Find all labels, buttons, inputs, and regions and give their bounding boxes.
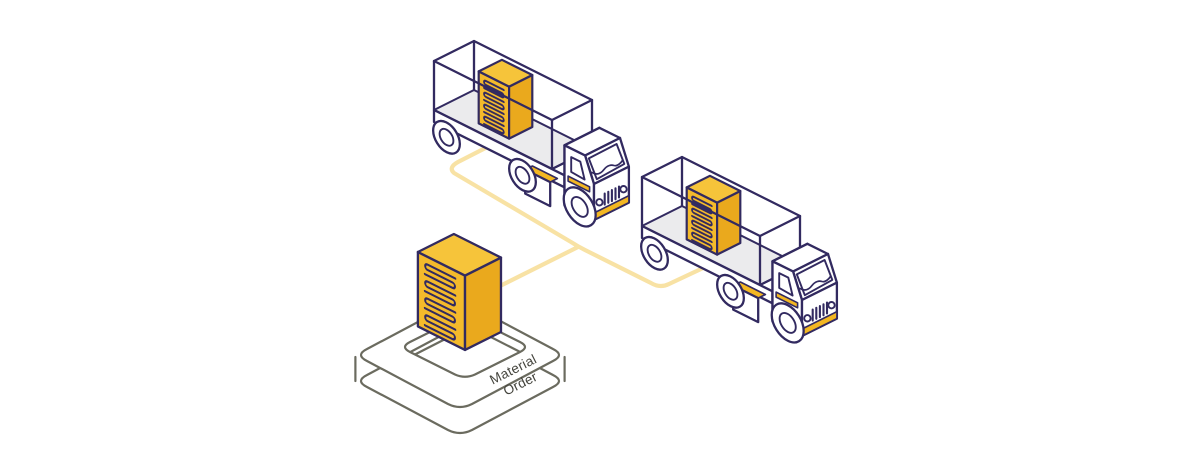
material-order-box bbox=[416, 232, 503, 352]
delivery-truck-2 bbox=[634, 155, 839, 350]
delivery-truck-1 bbox=[426, 39, 631, 234]
order-box-top-face bbox=[416, 232, 503, 277]
connector-path bbox=[449, 135, 721, 291]
material-order-platform: Material Order bbox=[354, 232, 566, 435]
connector-branch-line bbox=[493, 244, 581, 291]
order-lines-pattern bbox=[423, 263, 457, 341]
platform-corner-edges bbox=[354, 355, 566, 383]
